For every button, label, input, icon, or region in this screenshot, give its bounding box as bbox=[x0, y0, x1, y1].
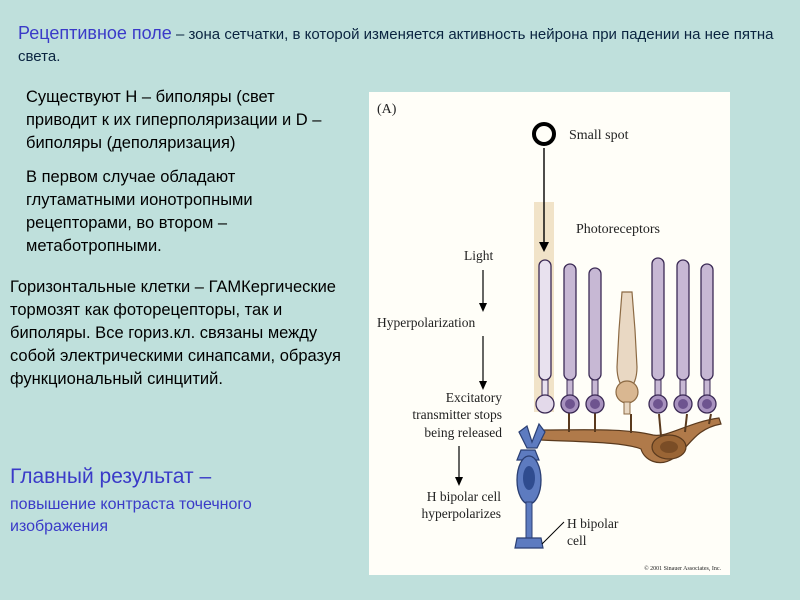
excitatory-label-2: transmitter stops bbox=[412, 407, 502, 422]
bipolars-paragraph: Существуют Н – биполяры (свет приводит к… bbox=[26, 88, 322, 152]
h-bipolar-left-label-1: H bipolar cell bbox=[427, 489, 501, 504]
title-definition: – зона сетчатки, в которой изменяется ак… bbox=[18, 26, 774, 65]
retina-diagram-svg: (A) Small spot Photoreceptors Light Hype… bbox=[377, 102, 722, 572]
rod-5 bbox=[673, 259, 693, 414]
copyright-label: © 2001 Sinauer Associates, Inc. bbox=[644, 565, 721, 572]
title-term: Рецептивное поле bbox=[18, 23, 172, 43]
small-spot-icon bbox=[532, 122, 556, 146]
conclusion-text: повышение контраста точечного изображени… bbox=[10, 496, 252, 535]
arrowhead-1 bbox=[479, 303, 487, 312]
spot-arrowhead bbox=[539, 242, 549, 252]
rod-1 bbox=[535, 259, 555, 414]
excitatory-label-3: being released bbox=[424, 425, 502, 440]
horizontal-cell-nucleus bbox=[660, 441, 678, 453]
horizontal-dendrite-6 bbox=[708, 413, 712, 425]
rod-4 bbox=[648, 257, 668, 414]
panel-label: (A) bbox=[377, 102, 397, 117]
rod-3 bbox=[585, 267, 605, 414]
rod-6 bbox=[697, 263, 717, 414]
retina-diagram: (A) Small spot Photoreceptors Light Hype… bbox=[369, 92, 730, 575]
h-bipolar-leader-line bbox=[541, 521, 565, 545]
light-label: Light bbox=[464, 248, 493, 263]
small-spot-label: Small spot bbox=[569, 128, 629, 143]
photoreceptors-label: Photoreceptors bbox=[576, 222, 660, 237]
hyperpolarization-label: Hyperpolarization bbox=[377, 315, 475, 330]
horizontal-cells-paragraph: Горизонтальные клетки – ГАМКергические т… bbox=[10, 278, 341, 388]
h-bipolar-cell bbox=[514, 422, 546, 549]
h-bipolar-left-label-2: hyperpolarizes bbox=[422, 506, 501, 521]
horizontal-dendrite-4 bbox=[658, 413, 662, 437]
cone-1 bbox=[615, 291, 639, 415]
arrowhead-2 bbox=[479, 381, 487, 390]
h-bipolar-right-label-2: cell bbox=[567, 533, 587, 548]
conclusion-title: Главный результат – bbox=[10, 465, 212, 488]
arrowhead-3 bbox=[455, 477, 463, 486]
horizontal-dendrite-5 bbox=[684, 413, 688, 433]
receptors-paragraph: В первом случае обладают глутаматными ио… bbox=[26, 168, 253, 255]
rod-2 bbox=[560, 263, 580, 414]
title-line: Рецептивное поле – зона сетчатки, в кото… bbox=[18, 22, 788, 68]
h-bipolar-right-label-1: H bipolar bbox=[567, 516, 619, 531]
excitatory-label-1: Excitatory bbox=[446, 390, 502, 405]
